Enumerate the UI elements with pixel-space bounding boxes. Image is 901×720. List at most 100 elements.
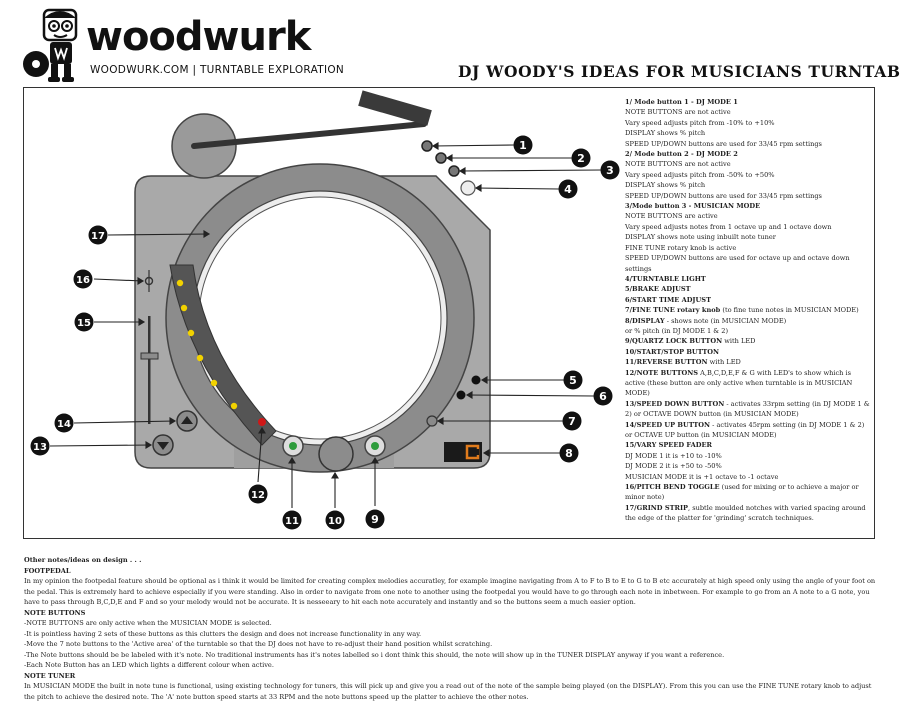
callout-8: 8 (565, 447, 573, 460)
notes-row: DJ MODE 1 it is +10 to -10% (625, 451, 870, 461)
notes-row: 1/ Mode button 1 - DJ MODE 1 (625, 97, 870, 107)
notes-text: DJ MODE 1 it is +10 to -10% (625, 451, 722, 460)
callout-16: 16 (76, 275, 90, 286)
reverse-led (289, 442, 297, 450)
callout-11: 11 (285, 516, 299, 527)
notes-label: 13/SPEED DOWN BUTTON (625, 399, 725, 408)
notes-row: or % pitch (in DJ MODE 1 & 2) (625, 326, 870, 336)
callout-1: 1 (519, 139, 527, 152)
notes-row: 6/START TIME ADJUST (625, 295, 870, 305)
notes-text: FINE TUNE rotary knob is active (625, 243, 737, 252)
note-leds (176, 279, 266, 426)
callout-10: 10 (328, 516, 342, 527)
other_notes-text: -It is pointless having 2 sets of these … (24, 629, 422, 638)
notes-row: 2/ Mode button 2 - DJ MODE 2 (625, 149, 870, 159)
other_notes-row: -NOTE BUTTONS are only active when the M… (24, 618, 876, 629)
callout-9: 9 (371, 513, 379, 526)
notes-text: NOTE BUTTONS are active (625, 212, 718, 221)
notes-label: 14/SPEED UP BUTTON (625, 420, 711, 429)
notes-text: - activates 45rpm setting (in DJ MODE 1 … (625, 420, 865, 439)
start-stop-button[interactable] (318, 436, 354, 472)
notes-text: 4/TURNTABLE LIGHT (625, 274, 706, 283)
callout-15: 15 (77, 318, 91, 329)
callout-12: 12 (251, 490, 265, 501)
other_notes-text: In MUSICIAN MODE the built in note tune … (24, 682, 872, 701)
mode-button-3[interactable] (448, 165, 460, 177)
quartz-lock-led (371, 442, 379, 450)
note-led-e[interactable] (210, 379, 218, 387)
notes-row: 15/VARY SPEED FADER (625, 440, 870, 450)
other_notes-row: In my opinion the footpedal feature shou… (24, 576, 876, 608)
vary-speed-fader-knob[interactable] (140, 352, 159, 360)
notes-row: 8/DISPLAY - shows note (in MUSICIAN MODE… (625, 316, 870, 326)
callout-leaders (49, 142, 602, 508)
notes-text: SPEED UP/DOWN buttons are used for octav… (625, 254, 850, 273)
other_notes-row: NOTE BUTTONS (24, 608, 876, 619)
notes-row: 3/Mode button 3 - MUSICIAN MODE (625, 201, 870, 211)
other_notes-row: NOTE TUNER (24, 671, 876, 682)
note-led-g[interactable] (258, 418, 266, 426)
design-notes: Other notes/ideas on design . . .FOOTPED… (24, 555, 876, 702)
note-led-d[interactable] (196, 354, 204, 362)
notes-row: DISPLAY shows % pitch (625, 128, 870, 138)
note-button-strip (169, 264, 277, 446)
notes-text: SPEED UP/DOWN buttons are used for 33/45… (625, 139, 822, 148)
notes-row: 14/SPEED UP BUTTON - activates 45rpm set… (625, 420, 870, 441)
notes-row: 11/REVERSE BUTTON with LED (625, 357, 870, 367)
notes-text: A,B,C,D,E,F & G with LED's to show which… (625, 368, 853, 398)
other_notes-text: NOTE BUTTONS (24, 608, 86, 617)
notes-text: (used for mixing or to achieve a major o… (625, 483, 859, 502)
notes-text: NOTE BUTTONS are not active (625, 160, 731, 169)
notes-text: NOTE BUTTONS are not active (625, 108, 731, 117)
notes-row: Vary speed adjusts pitch from -50% to +5… (625, 170, 870, 180)
diagram-frame (23, 87, 875, 539)
note-led-b[interactable] (180, 304, 188, 312)
notes-row: NOTE BUTTONS are active (625, 211, 870, 221)
note-led-a[interactable] (176, 279, 184, 287)
mode-button-2[interactable] (435, 152, 447, 164)
notes-text: Vary speed adjusts pitch from -10% to +1… (625, 118, 775, 127)
mode-button-1[interactable] (421, 140, 433, 152)
notes-label: 16/PITCH BEND TOGGLE (625, 483, 720, 492)
brake-adjust-knob[interactable] (471, 375, 481, 385)
notes-text: DISPLAY shows note using inbuilt note tu… (625, 233, 776, 242)
notes-row: 12/NOTE BUTTONS A,B,C,D,E,F & G with LED… (625, 368, 870, 399)
notes-text: 3/Mode button 3 - MUSICIAN MODE (625, 202, 761, 211)
note-led-f[interactable] (230, 402, 238, 410)
note-led-c[interactable] (187, 329, 195, 337)
callout-markers: 1 2 3 4 5 6 7 8 9 10 11 12 13 14 15 16 1… (30, 135, 620, 530)
notes-text: 15/VARY SPEED FADER (625, 441, 713, 450)
notes-row: 10/START/STOP BUTTON (625, 347, 870, 357)
callout-6: 6 (599, 390, 607, 403)
turntable-light[interactable] (460, 180, 476, 196)
turntable-diagram: C 1 2 3 4 5 6 7 (30, 90, 620, 530)
start-time-adjust-knob[interactable] (456, 390, 466, 400)
notes-text: 1/ Mode button 1 - DJ MODE 1 (625, 98, 738, 106)
notes-text: , subtle moulded notches with varied spa… (625, 503, 866, 523)
notes-row: MUSICIAN MODE it is +1 octave to -1 octa… (625, 472, 870, 482)
notes-text: - shows note (in MUSICIAN MODE) (664, 316, 787, 325)
callout-13: 13 (33, 442, 47, 453)
other_notes-text: -NOTE BUTTONS are only active when the M… (24, 619, 272, 627)
notes-label: 9/QUARTZ LOCK BUTTON (625, 337, 723, 346)
brand-tagline: WOODWURK.COM | TURNTABLE EXPLORATION (90, 64, 345, 76)
mascot-icon (23, 8, 78, 82)
notes-row: Vary speed adjusts pitch from -10% to +1… (625, 118, 870, 128)
notes-row: 4/TURNTABLE LIGHT (625, 274, 870, 284)
other_notes-text: Other notes/ideas on design . . . (24, 556, 142, 564)
other_notes-row: -Each Note Button has an LED which light… (24, 660, 876, 671)
notes-text: 10/START/STOP BUTTON (625, 347, 720, 356)
page-title: DJ WOODY'S IDEAS FOR MUSICIANS TURNTABLE (458, 62, 901, 81)
tonearm (191, 121, 427, 149)
notes-text: - activates 33rpm setting (in DJ MODE 1 … (625, 399, 870, 419)
other_notes-text: NOTE TUNER (24, 671, 76, 680)
other_notes-row: In MUSICIAN MODE the built in note tune … (24, 681, 876, 702)
callout-3: 3 (606, 164, 614, 177)
notes-text: MUSICIAN MODE it is +1 octave to -1 octa… (625, 472, 779, 481)
other_notes-text: -Move the 7 note buttons to the 'Active … (24, 640, 493, 648)
notes-row: 5/BRAKE ADJUST (625, 284, 870, 294)
callout-14: 14 (57, 419, 71, 430)
notes-row: 9/QUARTZ LOCK BUTTON with LED (625, 336, 870, 346)
fine-tune-knob[interactable] (426, 415, 438, 427)
notes-text: DISPLAY shows % pitch (625, 181, 706, 190)
